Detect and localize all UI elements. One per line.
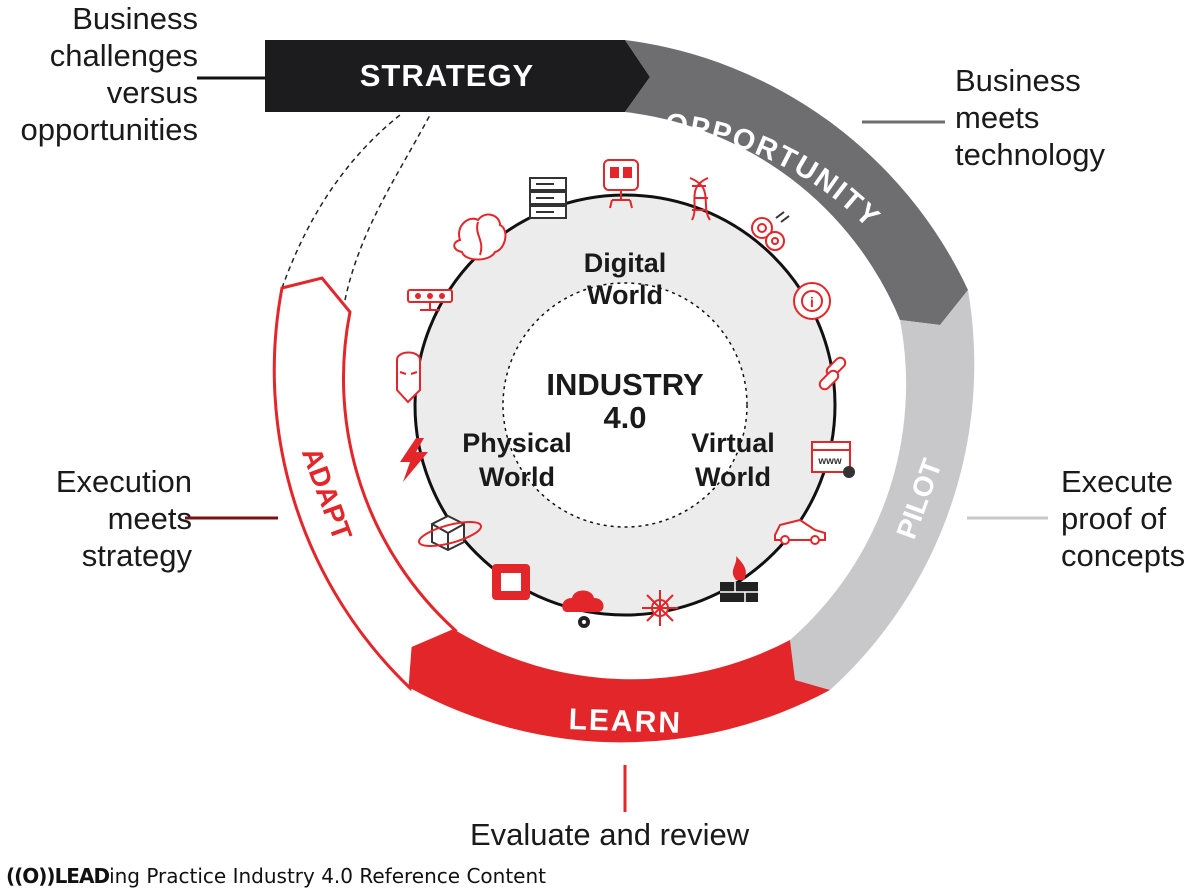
- chain-link-icon: [818, 356, 847, 391]
- adapt-annotation-line: strategy: [81, 538, 192, 573]
- strategy-annotation: Business challenges versus opportunities: [0, 0, 198, 148]
- inner-core: [502, 282, 748, 528]
- server-rack-icon: [529, 177, 567, 219]
- robot-icon: [603, 159, 639, 209]
- strategy-arrow: [265, 40, 650, 112]
- adapt-band: [272, 276, 458, 692]
- adapt-annotation-line: Execution: [55, 464, 192, 499]
- gears-icon: [751, 211, 790, 251]
- firewall-icon: [720, 556, 758, 602]
- opportunity-annotation-line: technology: [955, 137, 1105, 172]
- pilot-annotation-line: concepts: [1061, 538, 1186, 573]
- strategy-label: STRATEGY: [360, 58, 535, 93]
- physical-world-line2: World: [479, 462, 555, 492]
- sensor-camera-icon: [407, 289, 453, 311]
- dashed-trail-inner: [344, 114, 431, 301]
- pilot-annotation-line: proof of: [1061, 501, 1167, 536]
- chip-icon: [492, 564, 530, 600]
- network-virus-icon: [642, 590, 678, 626]
- ironman-helmet-icon: [396, 351, 421, 404]
- dna-icon: [689, 177, 711, 221]
- opportunity-annotation-line: meets: [955, 100, 1040, 135]
- strategy-annotation-line: Business: [72, 1, 198, 36]
- pilot-annotation-line: Execute: [1061, 464, 1174, 499]
- learn-label: LEARN: [568, 703, 682, 740]
- pilot-annotation: Execute proof of concepts: [1061, 463, 1200, 574]
- cloud-settings-icon: [562, 590, 604, 628]
- footer: ((O))LEADing Practice Industry 4.0 Refer…: [6, 864, 546, 888]
- ring-icons: i www: [396, 159, 855, 628]
- learn-annotation-line: Evaluate and review: [470, 817, 750, 852]
- leading-practice-logo: ((O))LEAD: [6, 864, 110, 888]
- strategy-annotation-line: opportunities: [20, 112, 198, 147]
- strategy-annotation-line: challenges: [49, 38, 198, 73]
- cube-orbit-icon: [418, 514, 482, 552]
- virtual-world-line2: World: [695, 462, 771, 492]
- lifebuoy-info-icon: i: [793, 282, 831, 320]
- adapt-annotation-line: meets: [107, 501, 192, 536]
- web-browser-icon: www: [811, 441, 855, 478]
- dashed-trail-outer: [281, 114, 401, 289]
- brain-icon: [453, 213, 507, 261]
- opportunity-annotation: Business meets technology: [955, 62, 1195, 173]
- svg-text:www: www: [817, 456, 842, 467]
- adapt-annotation: Execution meets strategy: [0, 463, 192, 574]
- pilot-band: [790, 290, 975, 690]
- virtual-world-line1: Virtual: [691, 428, 775, 458]
- lightning-icon: [400, 438, 428, 482]
- opportunity-band: [625, 40, 968, 325]
- learn-band: [410, 630, 830, 743]
- footer-text: ing Practice Industry 4.0 Reference Cont…: [109, 864, 546, 888]
- world-labels: Digital World Physical World Virtual Wor…: [462, 248, 775, 492]
- car-icon: [774, 518, 826, 545]
- digital-world-line2: World: [587, 280, 663, 310]
- svg-text:i: i: [810, 294, 814, 310]
- physical-world-line1: Physical: [462, 428, 572, 458]
- center-title-line1: INDUSTRY: [546, 367, 704, 402]
- center-title-line2: 4.0: [603, 400, 646, 435]
- digital-world-line1: Digital: [584, 248, 667, 278]
- learn-annotation: Evaluate and review: [470, 816, 810, 853]
- opportunity-annotation-line: Business: [955, 63, 1081, 98]
- strategy-annotation-line: versus: [106, 75, 198, 110]
